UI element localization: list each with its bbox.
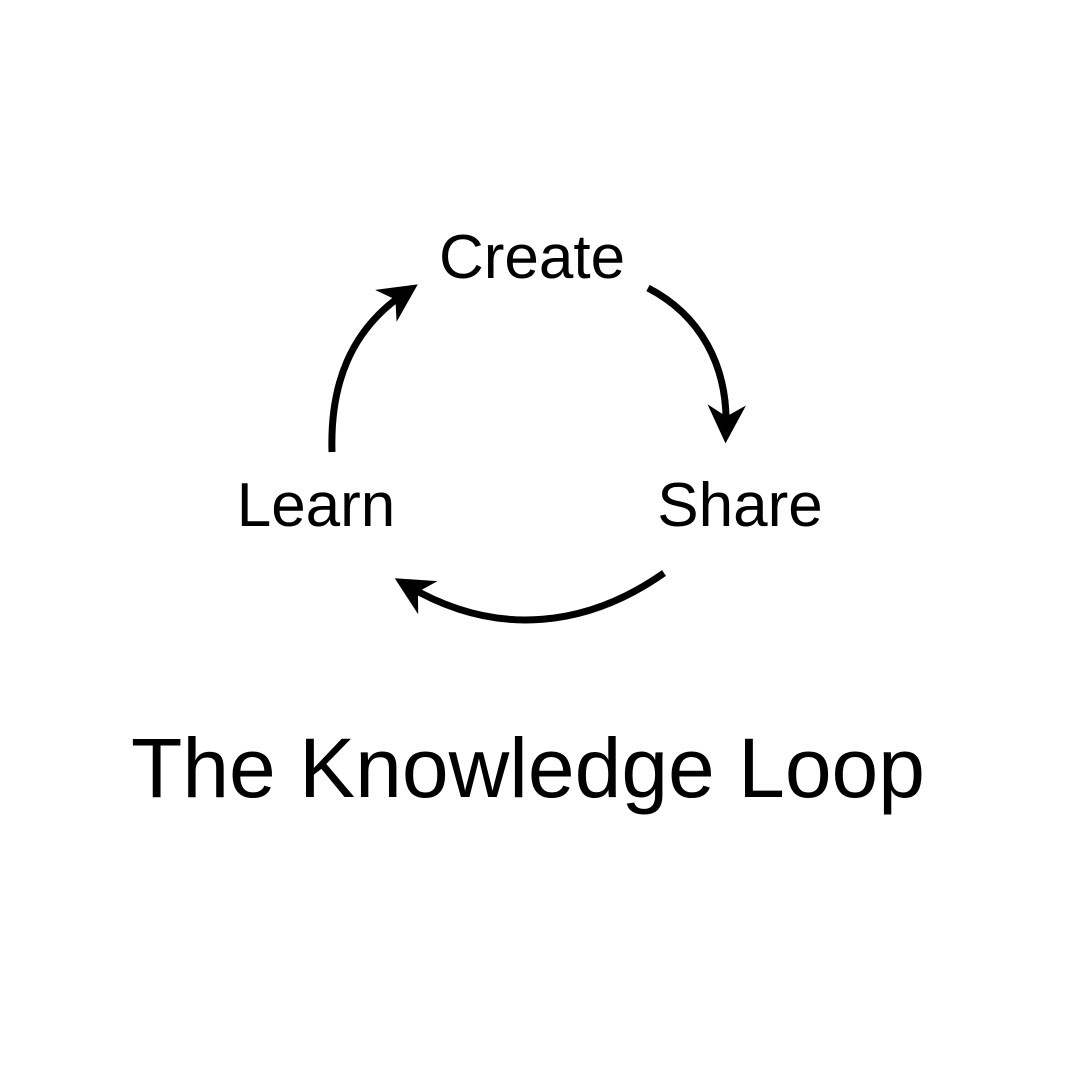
node-create-label: Create [438,223,626,292]
arrow-share-to-learn [394,570,667,624]
arrow-learn-to-create [328,284,418,453]
diagram-caption: The Knowledge Loop [131,721,925,815]
node-share-label: Share [657,471,823,540]
arrow-create-to-share [646,284,746,444]
node-learn-label: Learn [236,471,396,540]
